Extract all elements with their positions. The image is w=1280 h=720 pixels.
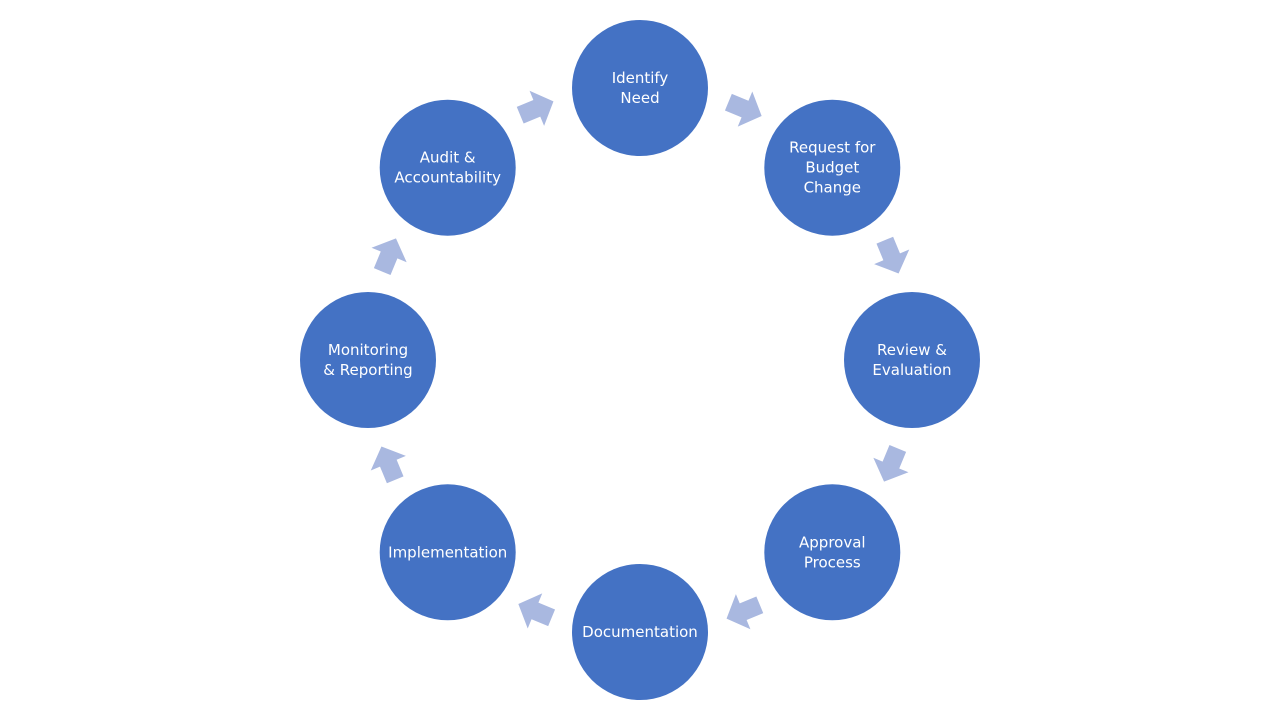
node-label: Need [620,89,659,107]
node-label: & Reporting [323,361,412,379]
flow-arrow-shape [874,236,910,274]
flow-arrow-icon [518,593,556,629]
cycle-node-documentation: Documentation [572,564,708,700]
flow-arrow-shape [516,90,554,126]
flow-arrow-shape [518,593,556,629]
node-label: Approval [799,533,866,551]
node-label: Evaluation [872,361,951,379]
flow-arrow-icon [726,594,764,630]
flow-arrow-icon [371,238,407,276]
cycle-node-monitoring-reporting: Monitoring & Reporting [300,292,436,428]
arrows-layer [370,90,910,630]
flow-arrow-shape [726,594,764,630]
node-label: Request for [789,139,876,157]
flow-arrow-shape [371,238,407,276]
node-label: Review & [877,341,947,359]
node-label: Change [804,179,861,197]
node-label: Audit & [420,149,476,167]
cycle-node-review-evaluation: Review & Evaluation [844,292,980,428]
node-circle [572,20,708,156]
node-label: Budget [805,159,859,177]
node-circle [379,484,516,621]
flow-arrow-shape [873,444,909,482]
node-circle [844,292,980,428]
node-label: Monitoring [328,341,408,359]
node-circle [764,99,901,236]
flow-arrow-shape [724,91,762,127]
node-label: Accountability [394,169,501,187]
flow-arrow-icon [516,90,554,126]
node-circle [379,99,516,236]
node-circle [300,292,436,428]
cycle-node-implementation: Implementation [379,484,516,621]
cycle-node-audit-accountability: Audit & Accountability [379,99,516,236]
node-circle [572,564,708,700]
flow-arrow-icon [724,91,762,127]
node-label: Identify [612,69,669,87]
flow-arrow-icon [370,446,406,484]
node-circle [764,484,901,621]
flow-arrow-icon [873,444,909,482]
flow-arrow-icon [874,236,910,274]
node-label: Process [804,553,861,571]
node-label: Implementation [388,543,507,561]
node-label: Documentation [582,623,698,641]
flow-arrow-shape [370,446,406,484]
